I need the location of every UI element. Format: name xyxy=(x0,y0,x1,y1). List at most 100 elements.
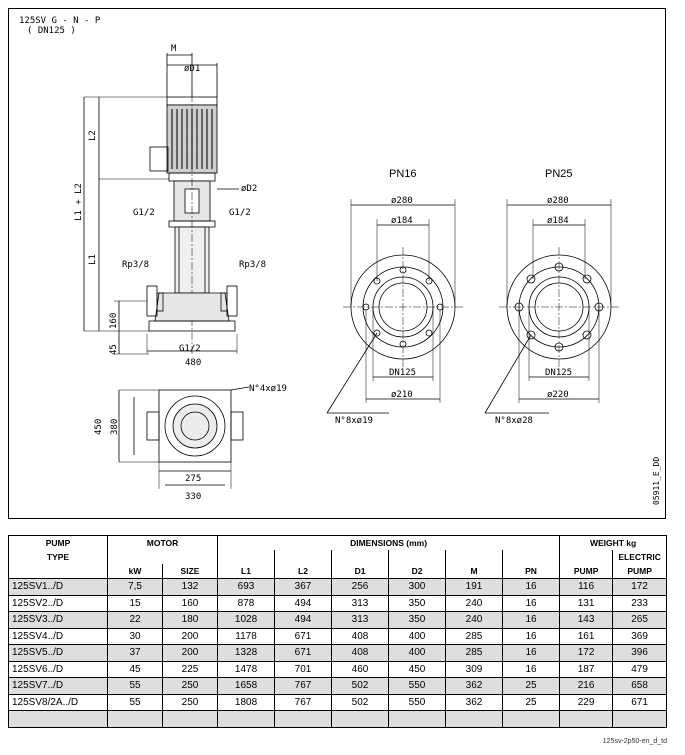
dim-l1-l2: L1 + L2 xyxy=(74,183,84,221)
table-cell: 45 xyxy=(107,660,163,678)
cell-pump-type: 125SV1../D xyxy=(8,578,108,595)
table-cell: 25 xyxy=(502,677,561,694)
table-cell: 116 xyxy=(559,578,614,595)
table-cell: 369 xyxy=(612,627,668,645)
pn16-pitch-dia: ø210 xyxy=(391,390,413,400)
table-cell: 1328 xyxy=(217,644,276,661)
port-g12-left: G1/2 xyxy=(133,208,155,218)
table-cell: 658 xyxy=(612,677,668,694)
th-size: SIZE xyxy=(161,564,219,579)
table-cell: 300 xyxy=(388,578,447,595)
th-d2: D2 xyxy=(388,564,447,579)
th-kw: kW xyxy=(107,564,163,579)
table-cell: 16 xyxy=(502,627,561,645)
th-l2: L2 xyxy=(274,564,333,579)
dim-160: 160 xyxy=(109,313,119,329)
terminal-box xyxy=(149,146,169,172)
cell-pump-type: 125SV8/2A../D xyxy=(8,693,108,711)
table-cell: 350 xyxy=(388,594,447,612)
port-g12-bottom: G1/2 xyxy=(179,344,201,354)
table-cell: 494 xyxy=(274,594,333,612)
table-cell: 143 xyxy=(559,611,614,628)
table-header-row-3: kW SIZE L1 L2 D1 D2 M PN PUMP PUMP xyxy=(8,564,668,579)
table-cell: 15 xyxy=(107,594,163,612)
table-cell: 229 xyxy=(559,693,614,711)
table-cell: 309 xyxy=(445,660,504,678)
table-cell: 16 xyxy=(502,594,561,612)
table-cell: 16 xyxy=(502,578,561,595)
dim-d2: øD2 xyxy=(241,184,257,194)
table-cell: 396 xyxy=(612,644,668,661)
table-header-row-2: TYPE ELECTRIC xyxy=(8,550,668,564)
th-w-electric-pump: PUMP xyxy=(612,564,668,579)
table-cell: 671 xyxy=(274,627,333,645)
table-cell: 131 xyxy=(559,594,614,612)
table-cell: 265 xyxy=(612,611,668,628)
drawing-subtitle: ( DN125 ) xyxy=(27,26,76,36)
table-cell: 479 xyxy=(612,660,668,678)
drawing-svg: 125SV G - N - P ( DN125 ) M øD1 øD2 G1/2… xyxy=(19,16,661,505)
th-w-pump: PUMP xyxy=(559,564,614,579)
table-cell: 55 xyxy=(107,693,163,711)
flange-left xyxy=(146,285,158,317)
dim-450: 450 xyxy=(94,419,104,435)
table-cell: 160 xyxy=(161,594,219,612)
pn25-dn: DN125 xyxy=(545,368,572,378)
table-cell: 200 xyxy=(161,644,219,661)
table-cell: 400 xyxy=(388,644,447,661)
table-empty-row xyxy=(8,710,668,728)
technical-drawing: 125SV G - N - P ( DN125 ) M øD1 øD2 G1/2… xyxy=(8,8,666,519)
table-cell: 250 xyxy=(161,677,219,694)
table-cell: 1478 xyxy=(217,660,276,678)
table-cell: 172 xyxy=(559,644,614,661)
th-motor: MOTOR xyxy=(106,535,219,550)
pn25-bolt-dia: ø184 xyxy=(547,216,569,226)
table-cell: 550 xyxy=(388,693,447,711)
port-g12-right: G1/2 xyxy=(229,208,251,218)
table-cell: 216 xyxy=(559,677,614,694)
table-cell: 400 xyxy=(388,627,447,645)
pn16-dn: DN125 xyxy=(389,368,416,378)
cell-pump-type: 125SV6../D xyxy=(8,660,108,678)
table-cell: 132 xyxy=(161,578,219,595)
table-cell: 671 xyxy=(612,693,668,711)
dim-l1: L1 xyxy=(88,254,98,265)
table-cell: 16 xyxy=(502,660,561,678)
th-electric: ELECTRIC xyxy=(612,550,668,564)
pump-base xyxy=(154,292,230,322)
dim-d1: øD1 xyxy=(184,64,200,74)
top-view-body xyxy=(164,395,226,457)
table-cell: 502 xyxy=(331,677,390,694)
table-cell: 256 xyxy=(331,578,390,595)
th-d1: D1 xyxy=(331,564,390,579)
dim-480: 480 xyxy=(185,358,201,368)
pn25-title: PN25 xyxy=(545,168,573,180)
pn25-pitch-dia: ø220 xyxy=(547,390,569,400)
port-rp38-left: Rp3/8 xyxy=(122,260,149,270)
cell-pump-type: 125SV2../D xyxy=(8,594,108,612)
th-m: M xyxy=(445,564,504,579)
table-cell: 767 xyxy=(274,693,333,711)
table-cell: 362 xyxy=(445,677,504,694)
table-cell: 55 xyxy=(107,677,163,694)
table-cell: 233 xyxy=(612,594,668,612)
cell-pump-type: 125SV5../D xyxy=(8,644,108,661)
th-type: TYPE xyxy=(8,550,108,564)
base-foot xyxy=(148,320,236,332)
table-cell: 240 xyxy=(445,594,504,612)
drawing-code: 05911_E_DD xyxy=(652,457,661,505)
table-cell: 250 xyxy=(161,693,219,711)
top-bolts: N°4xø19 xyxy=(249,384,287,394)
port-rp38-right: Rp3/8 xyxy=(239,260,266,270)
th-weight: WEIGHT kg xyxy=(559,535,668,550)
table-cell: 671 xyxy=(274,644,333,661)
table-cell: 1808 xyxy=(217,693,276,711)
table-cell: 1658 xyxy=(217,677,276,694)
dimensions-table: PUMP MOTOR DIMENSIONS (mm) WEIGHT kg TYP… xyxy=(8,535,668,728)
table-cell: 408 xyxy=(331,627,390,645)
